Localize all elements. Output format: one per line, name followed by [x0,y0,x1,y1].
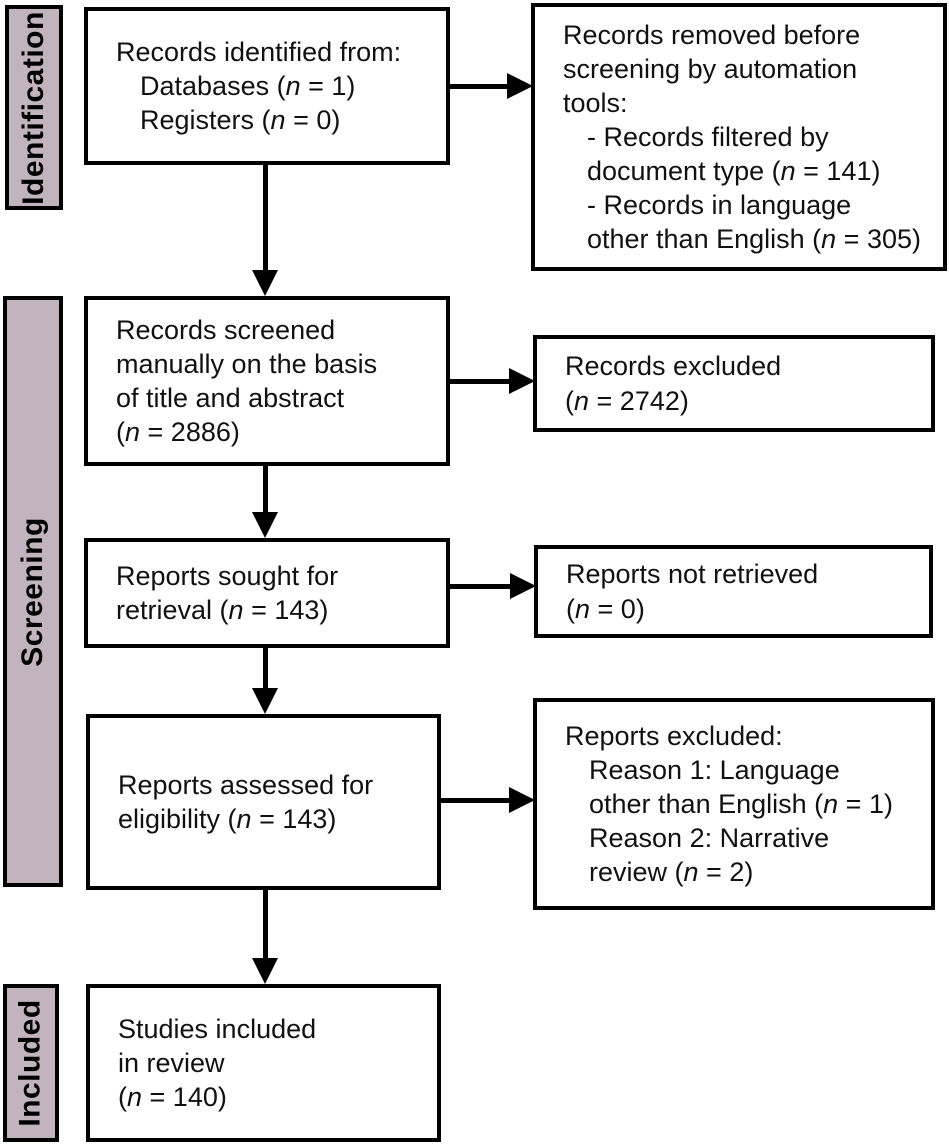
arrow-head-icon [507,73,533,99]
stage-identification-label: Identification [17,10,51,205]
box-text-line: (n = 140) [118,1082,227,1112]
box-text-line: - Records in language [587,190,852,221]
arrow-shaft [262,464,268,512]
arrow-shaft [262,163,268,270]
stage-screening: Screening [3,296,63,887]
arrow-identified-to-screened [252,163,278,296]
arrow-head-icon [252,688,278,714]
box-reports-assessed: Reports assessed for eligibility (n = 143… [86,714,441,890]
box-text-line: Databases (n = 1) [140,70,356,101]
box-records-excluded: Records excluded(n = 2742) [533,335,935,432]
arrow-head-icon [252,270,278,296]
box-text-line: Reports not retrieved [566,559,819,590]
box-text-line: document type (n = 141) [587,156,881,186]
box-text-line: manually on the basis [116,348,378,379]
arrow-shaft [448,378,509,384]
box-text-line: retrieval (n = 143) [116,595,329,625]
box-text-line: eligibility (n = 143) [118,804,337,834]
box-text-line: (n = 2742) [565,385,689,416]
stage-screening-label: Screening [16,516,49,667]
arrow-screened-to-sought [252,464,278,538]
box-reports-not-retrieved: Reports not retrieved(n = 0) [534,545,933,638]
arrow-head-icon [509,368,535,394]
box-text-line: screening by automation [563,53,858,84]
arrow-head-icon [510,573,536,599]
box-text-line: Records screened [116,314,336,345]
stage-identification: Identification [5,5,63,210]
box-reports-sought: Reports sought for retrieval (n = 143) [84,538,450,648]
box-text-line: other than English (n = 1) [589,788,893,819]
arrow-screened-to-excluded [448,368,535,394]
arrow-shaft [262,646,268,688]
arrow-head-icon [252,958,278,984]
arrow-head-icon [252,512,278,538]
box-text-line: of title and abstract [116,383,345,413]
arrow-assessed-to-excluded [439,787,535,813]
arrow-head-icon [509,787,535,813]
stage-included-label: Included [14,999,47,1127]
arrow-shaft [448,583,510,589]
arrow-shaft [448,83,507,89]
box-text-line: Records excluded [565,351,782,382]
box-text-line: - Records filtered by [587,121,829,152]
box-text-line: Registers (n = 0) [140,105,341,135]
box-text-line: Records removed before [563,19,861,50]
box-text-line: Studies included [118,1013,317,1044]
box-text-line: (n = 0) [566,593,645,624]
box-text-line: Reason 1: Language [589,754,840,785]
arrow-sought-to-not-retrieved [448,573,536,599]
box-text-line: tools: [563,87,628,118]
box-text-line: Reports excluded: [565,720,783,751]
box-text-line: (n = 2886) [116,417,240,448]
box-text-line: other than English (n = 305) [587,224,921,255]
box-text-line: Records identified from: [116,36,402,67]
arrow-assessed-to-included [252,888,278,984]
box-text-line: Reports sought for [116,560,339,591]
arrow-shaft [262,888,268,958]
stage-included: Included [3,984,59,1142]
box-text-line: Reports assessed for [118,769,374,800]
box-text-line: in review [118,1047,225,1078]
arrow-identified-to-removed [448,73,533,99]
arrow-sought-to-assessed [252,646,278,714]
arrow-shaft [439,797,509,803]
box-text-line: review (n = 2) [589,857,754,888]
box-records-identified: Records identified from:Databases (n = 1… [84,7,450,165]
box-text-line: Reason 2: Narrative [589,823,830,853]
